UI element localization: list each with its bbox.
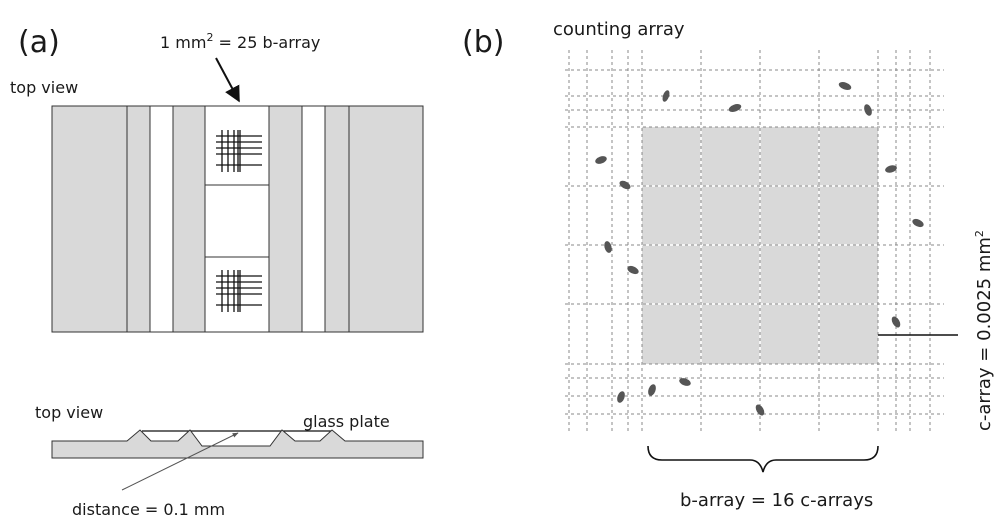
panel-a: (a) 1 mm2 = 25 b-array top view	[10, 25, 424, 519]
cell	[648, 384, 656, 396]
callout-arrow	[215, 57, 240, 103]
distance-pointer	[121, 432, 239, 491]
c-array-label: c-array = 0.0025 mm2	[973, 230, 995, 431]
cell	[627, 265, 639, 275]
counting-chamber-side-view	[51, 429, 424, 459]
cell	[728, 104, 742, 112]
cell	[838, 82, 852, 90]
cell	[595, 156, 607, 164]
panel-b: (b) counting array	[462, 19, 995, 511]
top-view-label: top view	[10, 78, 78, 97]
cell	[755, 404, 765, 416]
cell	[679, 378, 691, 386]
cell	[885, 165, 897, 173]
panel-b-label: (b)	[462, 25, 504, 60]
counting-grid	[565, 50, 944, 432]
cell	[619, 180, 631, 190]
side-view-label: top view	[35, 403, 103, 422]
grid-icon	[216, 270, 262, 312]
cell	[912, 218, 924, 228]
cell	[662, 90, 670, 102]
panel-a-label: (a)	[18, 25, 60, 60]
grid-icon	[216, 130, 262, 172]
callout-label: 1 mm2 = 25 b-array	[160, 31, 320, 52]
glass-plate-label: glass plate	[303, 412, 390, 431]
cell	[617, 391, 625, 403]
b-array-brace	[647, 445, 879, 473]
counting-array-title: counting array	[553, 19, 685, 40]
distance-label: distance = 0.1 mm	[72, 500, 225, 519]
cell	[864, 104, 872, 116]
cells	[595, 82, 924, 416]
cell	[604, 241, 612, 253]
b-array-label: b-array = 16 c-arrays	[680, 490, 873, 511]
cell	[891, 316, 901, 328]
